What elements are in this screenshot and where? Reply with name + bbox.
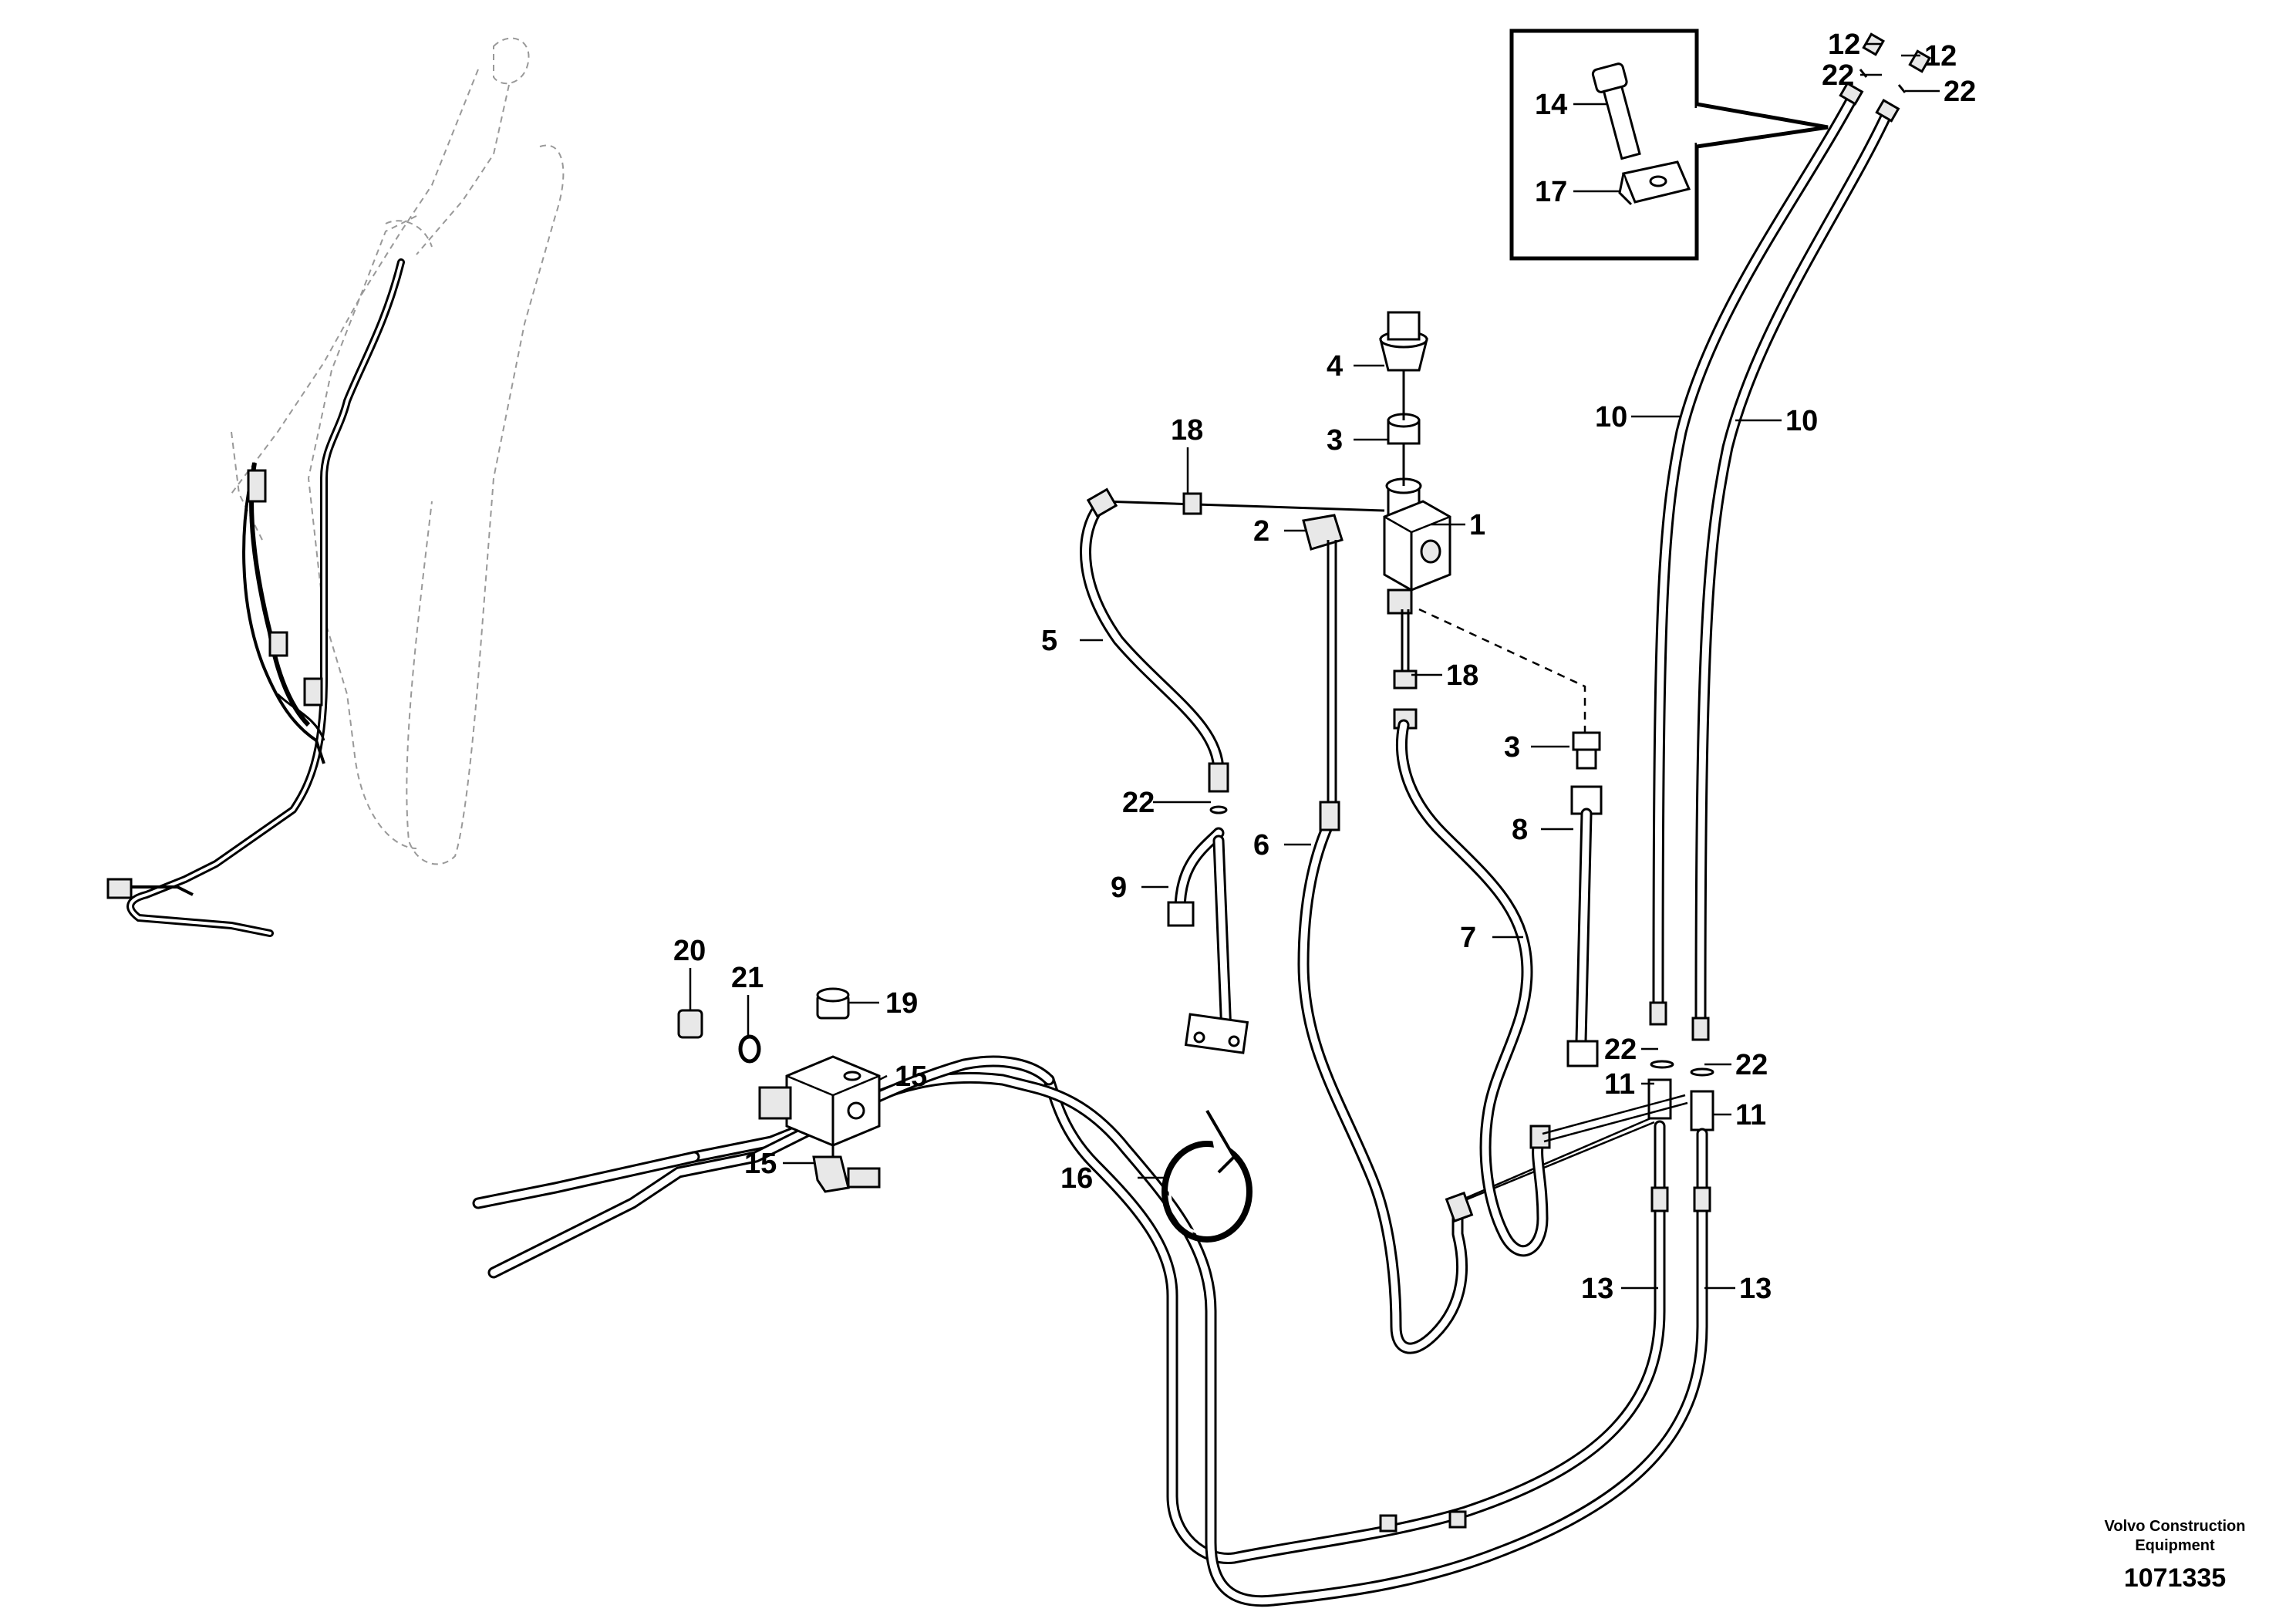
footer: Volvo Construction Equipment 1071335 (2105, 1518, 2246, 1593)
clamp-16 (1161, 1109, 1253, 1243)
hose-7 (1393, 609, 1688, 1257)
callout-22: 22 (1122, 787, 1155, 819)
callout-6: 6 (1253, 829, 1269, 862)
callout-22: 22 (1735, 1049, 1768, 1081)
callout-15: 15 (744, 1148, 777, 1180)
callout-16: 16 (1060, 1162, 1093, 1195)
callout-13: 13 (1581, 1273, 1613, 1305)
hose-8 (1566, 731, 1603, 1067)
callout-21: 21 (731, 962, 764, 994)
brand-line-2: Equipment (2135, 1537, 2215, 1554)
callout-3: 3 (1504, 731, 1520, 764)
hose-5 (1080, 487, 1385, 793)
callout-17: 17 (1535, 176, 1567, 208)
callout-4: 4 (1327, 350, 1343, 383)
machine-overview (106, 37, 565, 937)
callout-8: 8 (1512, 814, 1528, 846)
callout-7: 7 (1460, 922, 1476, 954)
tube-9 (1167, 805, 1249, 1054)
callout-18: 18 (1446, 659, 1478, 692)
callout-14: 14 (1535, 89, 1567, 121)
callout-labels: 1 2 3 4 18 18 3 5 6 7 8 9 22 10 10 22 22… (673, 29, 1976, 1305)
valve-1-assembly (1302, 311, 1451, 615)
hose-10-pair (1649, 82, 1900, 1041)
callout-3: 3 (1327, 424, 1343, 457)
hose-13-pair (472, 1055, 1711, 1607)
detail-inset (1509, 29, 1829, 261)
callout-11: 11 (1604, 1068, 1635, 1101)
callout-2: 2 (1253, 515, 1269, 548)
hose-6 (1297, 540, 1655, 1354)
valve-block-15 (677, 987, 881, 1193)
callout-10: 10 (1785, 405, 1818, 437)
callout-5: 5 (1041, 625, 1057, 657)
callout-22: 22 (1944, 76, 1976, 108)
callout-13: 13 (1739, 1273, 1772, 1305)
callout-20: 20 (673, 935, 706, 967)
callout-15: 15 (895, 1061, 927, 1093)
callout-22: 22 (1822, 59, 1854, 92)
callout-19: 19 (885, 987, 918, 1020)
leader-lines (689, 42, 1940, 1290)
callout-1: 1 (1469, 509, 1485, 541)
brand-line-1: Volvo Construction (2105, 1518, 2246, 1535)
callout-11: 11 (1735, 1099, 1766, 1131)
callout-9: 9 (1111, 872, 1127, 904)
callout-18: 18 (1171, 414, 1203, 447)
document-number: 1071335 (2124, 1563, 2226, 1593)
callout-22: 22 (1604, 1034, 1637, 1066)
callout-12: 12 (1828, 29, 1860, 61)
callout-10: 10 (1595, 401, 1627, 433)
callout-12: 12 (1924, 40, 1957, 73)
fittings-12-top (1859, 32, 1931, 93)
